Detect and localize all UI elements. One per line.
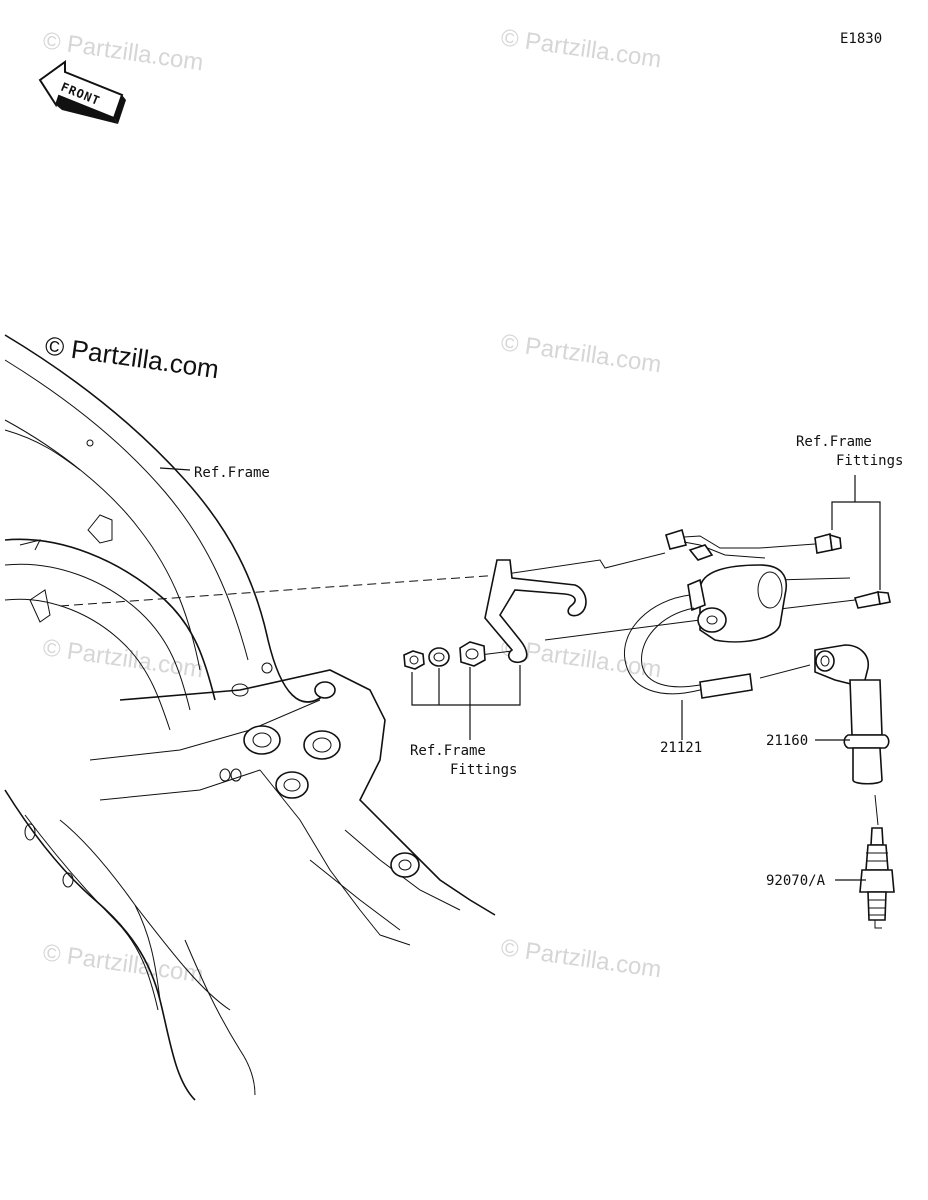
fittings-hardware (403, 641, 521, 740)
spark-plug-cap (814, 644, 890, 785)
part-number-coil: 21121 (660, 740, 702, 756)
bolt-icon (853, 591, 881, 609)
watermark: © Partzilla.com (499, 934, 663, 983)
guide-line (499, 552, 666, 576)
nut-icon (403, 650, 425, 670)
leader-line (159, 467, 191, 471)
watermark: © Partzilla.com (41, 939, 205, 988)
guide-line (59, 574, 501, 607)
guide-line (759, 543, 816, 549)
coil-connector (665, 528, 687, 550)
fittings-bottom-label-2: Fittings (450, 762, 517, 778)
fittings-bottom-label-1: Ref.Frame (410, 743, 486, 759)
mounting-bracket (484, 559, 587, 664)
watermark: © Partzilla.com (499, 24, 663, 73)
frame-drawing (4, 334, 496, 1101)
spark-plug (859, 827, 895, 929)
diagram-code: E1830 (840, 31, 882, 47)
frame-ref-label: Ref.Frame (194, 465, 270, 481)
fittings-top-label-1: Ref.Frame (796, 434, 872, 450)
fittings-top-label-2: Fittings (836, 453, 903, 469)
guide-line (874, 794, 879, 826)
guide-line (544, 619, 701, 641)
front-arrow-icon: FRONT (38, 60, 126, 124)
part-number-plug: 92070/A (766, 873, 826, 889)
part-number-cap: 21160 (766, 733, 808, 749)
watermark-layer: © Partzilla.com © Partzilla.com © Partzi… (41, 24, 663, 988)
washer-icon (428, 647, 450, 667)
brand-text: © Partzilla.com (43, 330, 221, 384)
watermark: © Partzilla.com (499, 329, 663, 378)
bolts-hardware (814, 475, 891, 609)
ignition-coil (623, 528, 787, 740)
guide-line (774, 577, 851, 581)
grommet-icon (459, 641, 486, 667)
guide-line (759, 664, 811, 679)
